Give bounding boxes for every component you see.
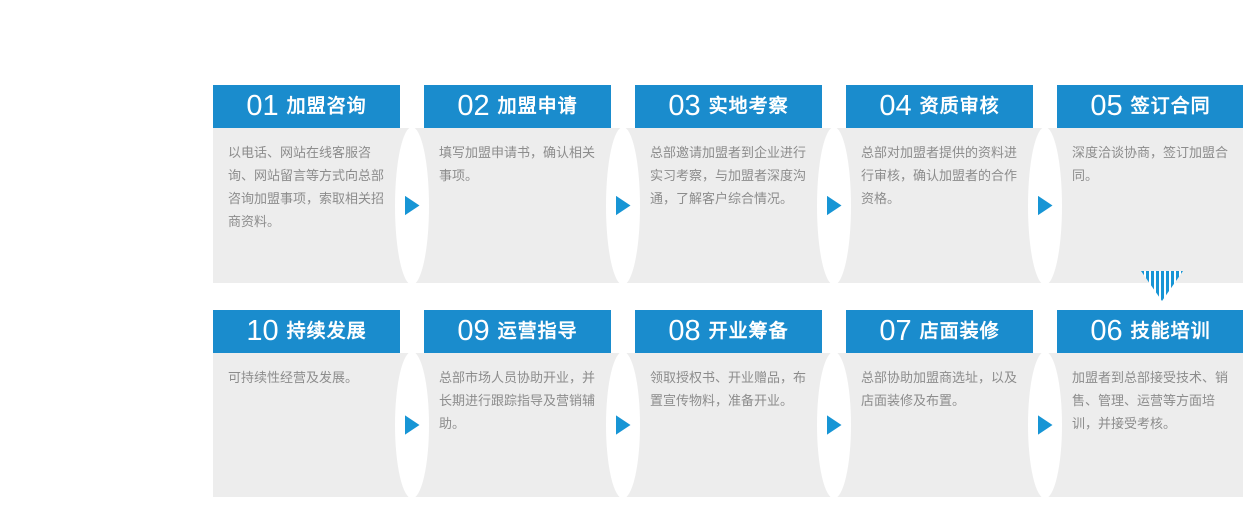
step-card-09: 09 运营指导 总部市场人员协助开业，并长期进行跟踪指导及营销辅助。 bbox=[424, 310, 611, 497]
step-number: 03 bbox=[668, 90, 701, 122]
next-step-arrow bbox=[1021, 126, 1069, 285]
down-arrow-icon bbox=[1141, 271, 1183, 301]
step-title: 签订合同 bbox=[1130, 96, 1211, 117]
step-header: 02 加盟申请 bbox=[424, 85, 611, 128]
step-header: 04 资质审核 bbox=[846, 85, 1033, 128]
step-card-04: 04 资质审核 总部对加盟者提供的资料进行审核，确认加盟者的合作资格。 bbox=[846, 85, 1033, 283]
step-description: 深度洽谈协商，签订加盟合同。 bbox=[1072, 145, 1229, 184]
next-step-arrow bbox=[388, 351, 436, 499]
process-row-top: 01 加盟咨询 以电话、网站在线客服咨询、网站留言等方式向总部咨询加盟事项，索取… bbox=[213, 85, 1243, 285]
step-title: 店面装修 bbox=[919, 321, 1000, 342]
step-description: 总部市场人员协助开业，并长期进行跟踪指导及营销辅助。 bbox=[439, 370, 596, 432]
step-header: 01 加盟咨询 bbox=[213, 85, 400, 128]
step-title: 持续发展 bbox=[286, 321, 367, 342]
step-header: 10 持续发展 bbox=[213, 310, 400, 353]
step-number: 05 bbox=[1090, 90, 1123, 122]
next-step-arrow bbox=[599, 126, 647, 285]
step-number: 04 bbox=[879, 90, 912, 122]
process-row-bottom: 10 持续发展 可持续性经营及发展。 09 运营指导 总部市场人员协助开业，并长… bbox=[213, 310, 1243, 499]
step-header: 09 运营指导 bbox=[424, 310, 611, 353]
step-card-01: 01 加盟咨询 以电话、网站在线客服咨询、网站留言等方式向总部咨询加盟事项，索取… bbox=[213, 85, 400, 283]
step-header: 03 实地考察 bbox=[635, 85, 822, 128]
step-header: 05 签订合同 bbox=[1057, 85, 1243, 128]
step-card-10: 10 持续发展 可持续性经营及发展。 bbox=[213, 310, 400, 497]
step-number: 10 bbox=[246, 315, 279, 347]
step-header: 06 技能培训 bbox=[1057, 310, 1243, 353]
next-step-arrow bbox=[388, 126, 436, 285]
step-title: 实地考察 bbox=[708, 96, 789, 117]
step-title: 运营指导 bbox=[497, 321, 578, 342]
next-step-arrow bbox=[810, 351, 858, 499]
step-number: 06 bbox=[1090, 315, 1123, 347]
step-description: 领取授权书、开业赠品，布置宣传物料，准备开业。 bbox=[650, 370, 807, 409]
step-title: 资质审核 bbox=[919, 96, 1000, 117]
row-bottom-body-band bbox=[213, 353, 1243, 497]
next-step-arrow bbox=[599, 351, 647, 499]
next-step-arrow bbox=[810, 126, 858, 285]
step-number: 09 bbox=[457, 315, 490, 347]
step-title: 加盟申请 bbox=[497, 96, 578, 117]
step-description: 以电话、网站在线客服咨询、网站留言等方式向总部咨询加盟事项，索取相关招商资料。 bbox=[228, 145, 385, 230]
step-card-05: 05 签订合同 深度洽谈协商，签订加盟合同。 bbox=[1057, 85, 1243, 283]
step-number: 08 bbox=[668, 315, 701, 347]
step-card-03: 03 实地考察 总部邀请加盟者到企业进行实习考察，与加盟者深度沟通，了解客户综合… bbox=[635, 85, 822, 283]
next-step-arrow bbox=[1021, 351, 1069, 499]
step-description: 加盟者到总部接受技术、销售、管理、运营等方面培训，并接受考核。 bbox=[1072, 370, 1229, 432]
step-card-07: 07 店面装修 总部协助加盟商选址，以及店面装修及布置。 bbox=[846, 310, 1033, 497]
row-top-body-band bbox=[213, 128, 1243, 283]
step-card-08: 08 开业筹备 领取授权书、开业赠品，布置宣传物料，准备开业。 bbox=[635, 310, 822, 497]
step-number: 02 bbox=[457, 90, 490, 122]
step-description: 总部协助加盟商选址，以及店面装修及布置。 bbox=[861, 370, 1018, 409]
step-card-06: 06 技能培训 加盟者到总部接受技术、销售、管理、运营等方面培训，并接受考核。 bbox=[1057, 310, 1243, 497]
step-number: 07 bbox=[879, 315, 912, 347]
step-description: 总部对加盟者提供的资料进行审核，确认加盟者的合作资格。 bbox=[861, 145, 1018, 207]
step-description: 填写加盟申请书，确认相关事项。 bbox=[439, 145, 596, 184]
step-header: 08 开业筹备 bbox=[635, 310, 822, 353]
step-title: 技能培训 bbox=[1130, 321, 1211, 342]
step-description: 可持续性经营及发展。 bbox=[228, 370, 359, 385]
step-header: 07 店面装修 bbox=[846, 310, 1033, 353]
step-description: 总部邀请加盟者到企业进行实习考察，与加盟者深度沟通，了解客户综合情况。 bbox=[650, 145, 807, 207]
step-card-02: 02 加盟申请 填写加盟申请书，确认相关事项。 bbox=[424, 85, 611, 283]
step-title: 开业筹备 bbox=[708, 321, 789, 342]
step-number: 01 bbox=[246, 90, 279, 122]
step-title: 加盟咨询 bbox=[286, 96, 367, 117]
